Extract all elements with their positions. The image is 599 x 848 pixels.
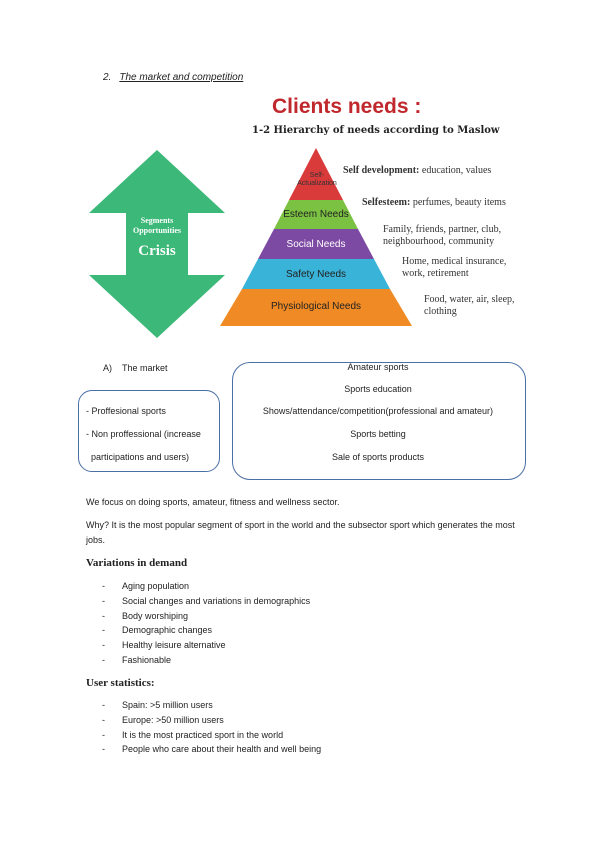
pyramid-label-safety: Safety Needs <box>285 269 347 280</box>
left-item: - Proffesional sports <box>86 406 166 416</box>
variations-heading: Variations in demand <box>86 557 188 569</box>
pyramid-label-social: Social Needs <box>286 239 346 250</box>
pyramid-label-physiological: Physiological Needs <box>270 301 362 312</box>
section-number: 2. <box>103 72 112 83</box>
right-item: Sale of sports products <box>331 452 425 462</box>
pyramid-label-esteem: Esteem Needs <box>283 209 349 220</box>
desc-physiological: Food, water, air, sleep,clothing <box>424 294 515 317</box>
right-item: Sports education <box>344 384 412 394</box>
arrow-opportunities: Opportunities <box>132 226 181 235</box>
pyramid-label-self: Self- Actualization <box>297 172 337 187</box>
left-item: - Non proffessional (increase <box>86 429 201 439</box>
right-item: Shows/attendance/competition(professiona… <box>262 406 494 416</box>
list-item: -Social changes and variations in demogr… <box>102 595 311 606</box>
arrow-text: Segments Opportunities Crisis <box>110 216 204 259</box>
section-heading: 2. The market and competition <box>103 72 243 83</box>
list-item: -Healthy leisure alternative <box>102 640 226 651</box>
desc-safety: Home, medical insurance,work, retirement <box>402 256 507 279</box>
desc-social: Family, friends, partner, club,neighbour… <box>383 224 502 247</box>
user-stats-list: -Spain: >5 million users -Europe: >50 mi… <box>102 698 321 757</box>
desc-self-development: Self development: education, values <box>343 165 492 176</box>
list-item: -Spain: >5 million users <box>102 700 213 710</box>
crisis-double-arrow <box>89 150 225 338</box>
desc-selfesteem: Selfesteem: perfumes, beauty items <box>362 197 506 208</box>
figure-title: Clients needs : <box>272 95 422 118</box>
pyramid-level-safety <box>242 259 390 289</box>
list-item: -Body worshiping <box>102 610 189 621</box>
list-item: -Demographic changes <box>102 625 213 636</box>
paragraph-why: Why? It is the most popular segment of s… <box>86 520 515 545</box>
pyramid-level-esteem <box>274 200 358 229</box>
user-stats-heading: User statistics: <box>86 677 155 689</box>
market-label: A) The market <box>103 363 168 373</box>
variations-list: -Aging population -Social changes and va… <box>102 579 310 668</box>
arrow-segments: Segments <box>140 216 174 225</box>
market-label-text: The market <box>122 363 168 373</box>
paragraph-focus: We focus on doing sports, amateur, fitne… <box>86 497 340 507</box>
figure-subtitle: 1-2 Hierarchy of needs according to Masl… <box>252 125 500 136</box>
pyramid-level-physiological <box>220 289 412 326</box>
amateur-box <box>232 362 526 480</box>
section-title: The market and competition <box>119 72 244 83</box>
right-item: Amateur sports <box>347 362 409 372</box>
pyramid-level-social <box>258 229 374 259</box>
pyramid-level-self-actualization <box>289 148 343 200</box>
list-item: -Aging population <box>102 581 190 591</box>
left-item: participations and users) <box>86 452 190 462</box>
arrow-crisis: Crisis <box>138 243 176 259</box>
list-item: -People who care about their health and … <box>102 744 322 755</box>
market-label-number: A) <box>103 363 112 373</box>
professional-box <box>78 390 220 472</box>
list-item: -Europe: >50 million users <box>102 714 224 725</box>
list-item: -It is the most practiced sport in the w… <box>102 729 284 740</box>
list-item: -Fashionable <box>102 654 172 665</box>
right-item: Sports betting <box>350 429 406 439</box>
